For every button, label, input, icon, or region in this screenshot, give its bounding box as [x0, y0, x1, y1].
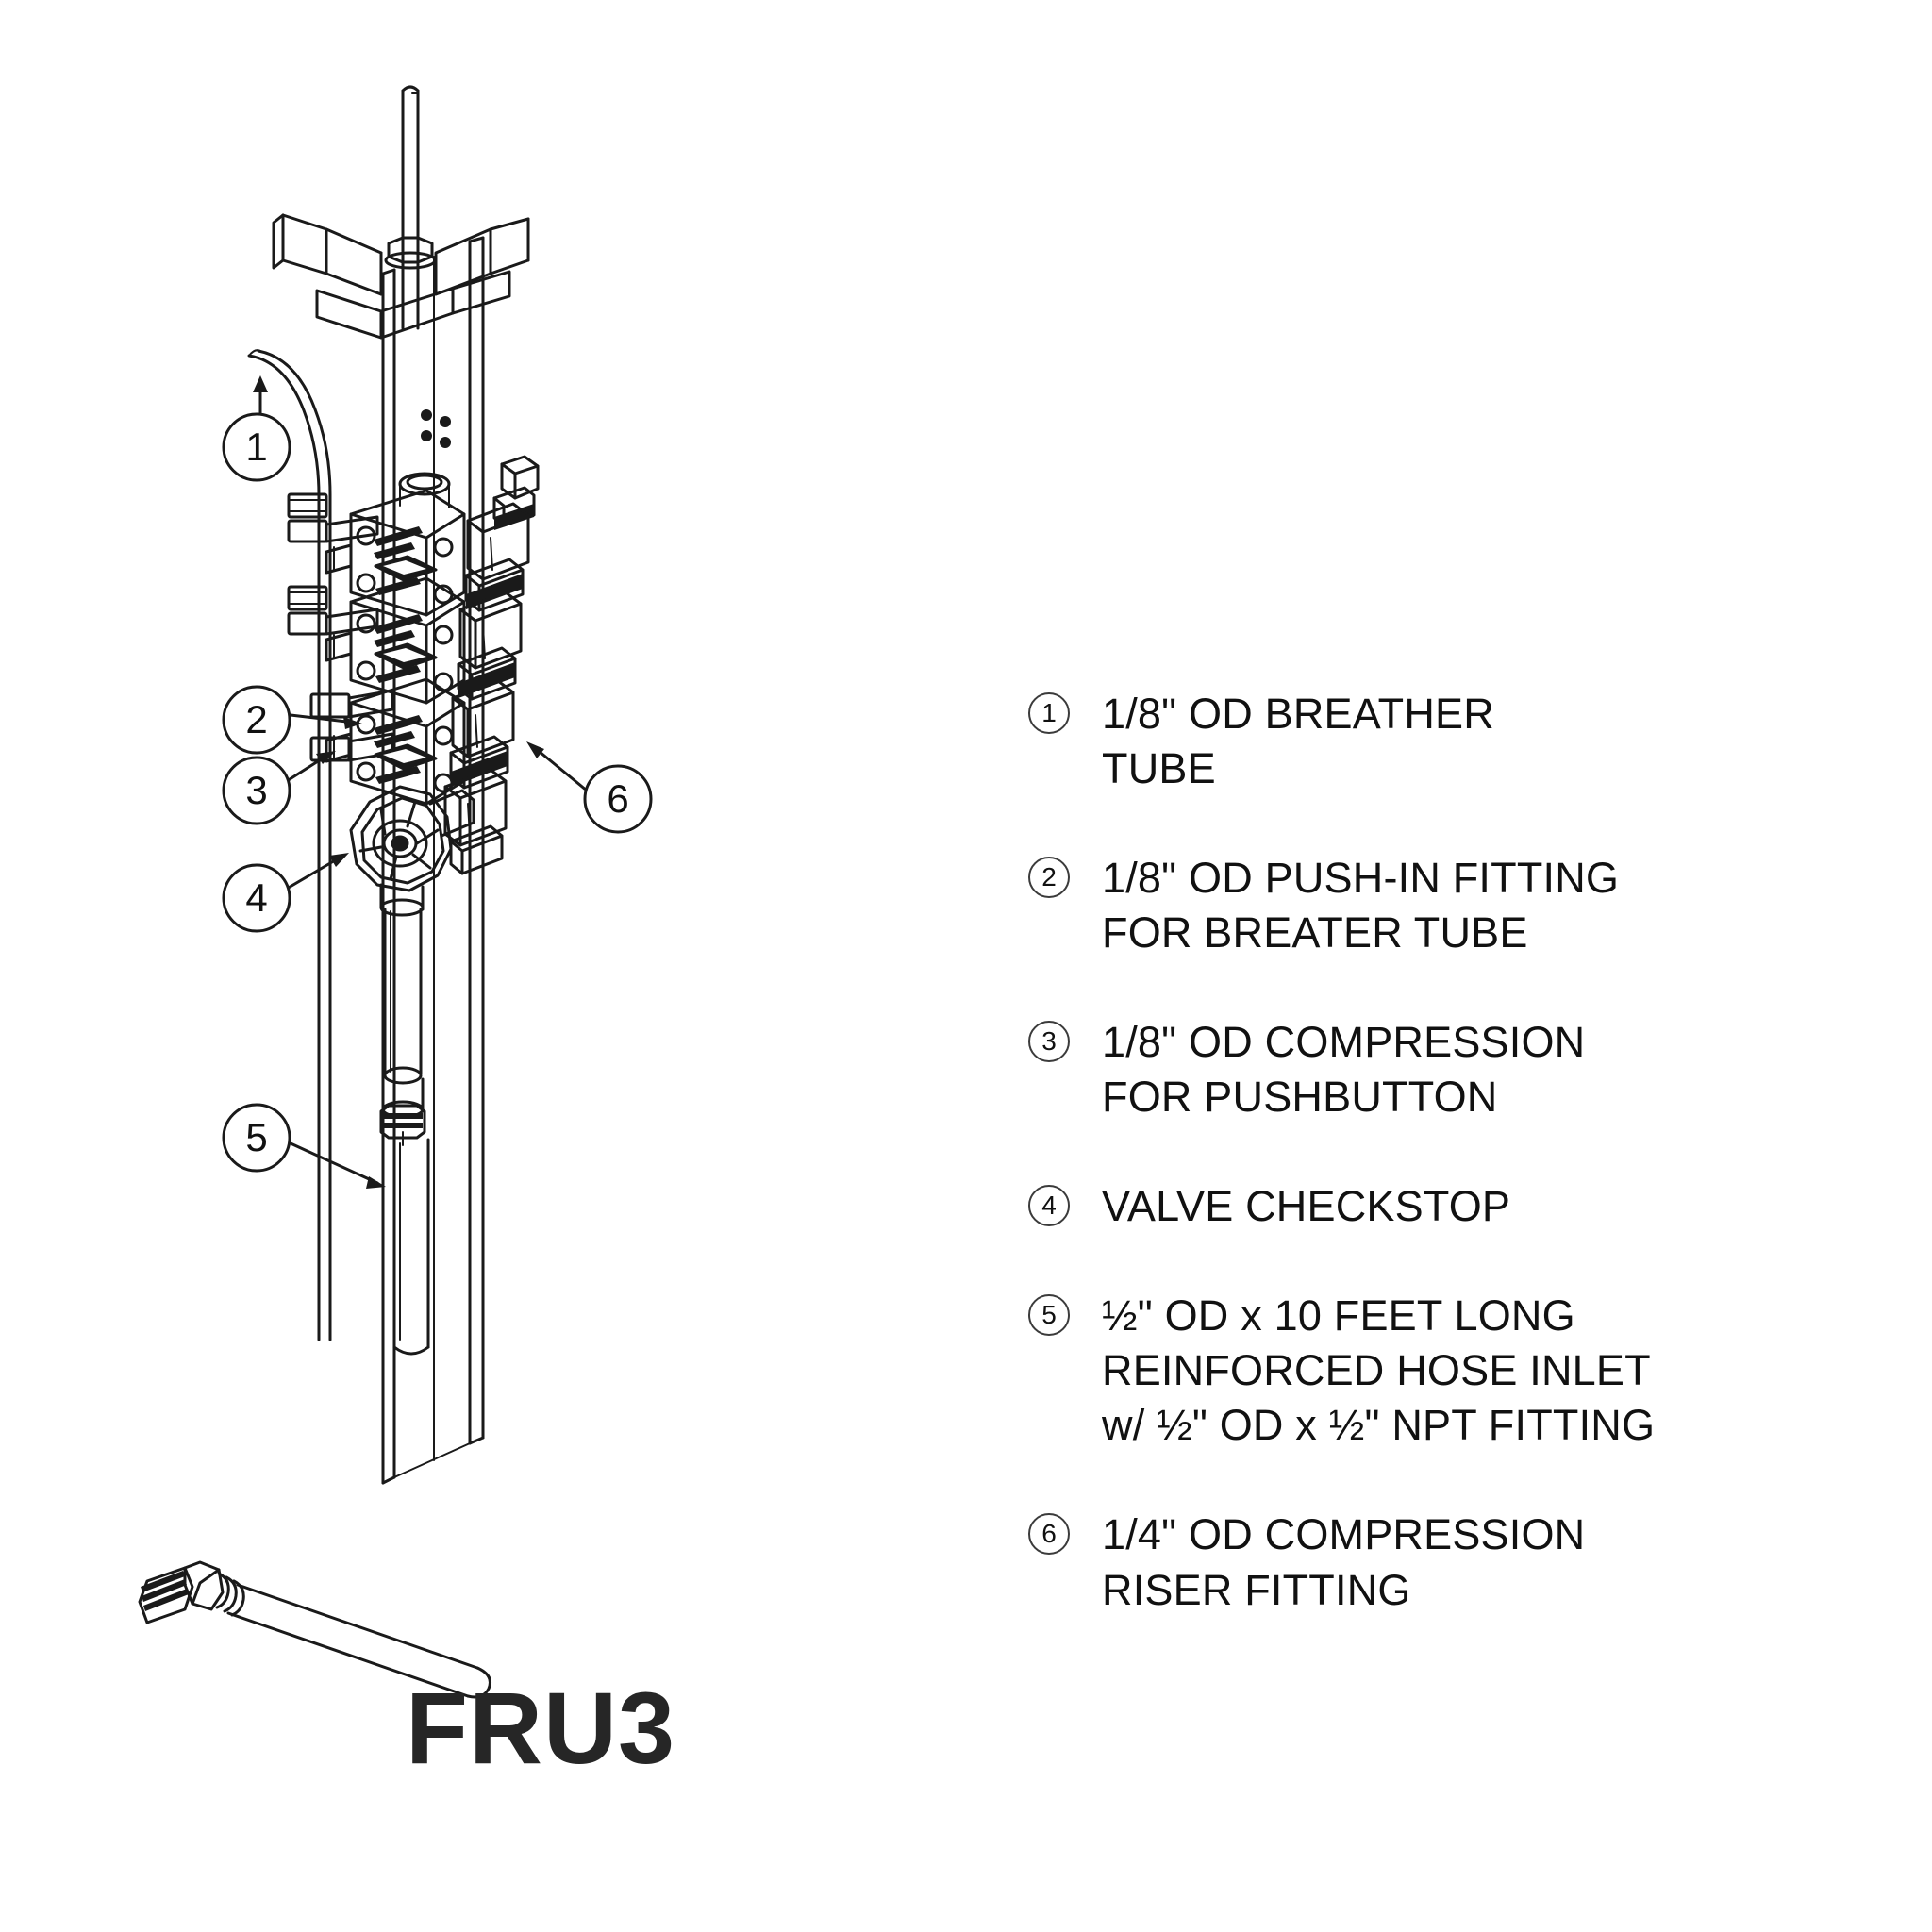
callout-6-number: 6	[607, 776, 628, 821]
legend-label-6: 1/4" OD COMPRESSION RISER FITTING	[1102, 1510, 1586, 1614]
valve-checkstop	[349, 785, 475, 917]
legend-item-1[interactable]: 1 1/8" OD BREATHER TUBE	[1028, 687, 1915, 796]
legend-bubble-6: 6	[1028, 1513, 1070, 1556]
legend-bubble-4: 4	[1028, 1185, 1070, 1227]
assembly-title: FRU3	[406, 1671, 676, 1785]
legend-label-4: VALVE CHECKSTOP	[1102, 1182, 1511, 1231]
vertical-rail-channel	[381, 236, 485, 1485]
callout-4-number: 4	[245, 875, 267, 920]
legend-label-2: 1/8" OD PUSH-IN FITTING FOR BREATER TUBE	[1102, 854, 1620, 958]
breather-tube	[247, 349, 332, 1341]
top-vertical-tube	[401, 85, 420, 330]
callout-3[interactable]: 3	[222, 756, 291, 825]
legend-label-1: 1/8" OD BREATHER TUBE	[1102, 690, 1494, 793]
legend-bubble-3: 3	[1028, 1021, 1070, 1063]
callout-leaders	[253, 375, 589, 1189]
parts-legend: 1 1/8" OD BREATHER TUBE 2 1/8" OD PUSH-I…	[1028, 687, 1915, 1673]
valve-body-middle	[325, 576, 466, 705]
callout-4[interactable]: 4	[222, 863, 291, 933]
legend-bubble-5: 5	[1028, 1294, 1070, 1337]
callout-1-number: 1	[245, 425, 267, 469]
legend-item-3[interactable]: 3 1/8" OD COMPRESSION FOR PUSHBUTTON	[1028, 1015, 1915, 1124]
mounting-holes	[421, 409, 451, 448]
callout-6[interactable]: 6	[583, 764, 653, 834]
callout-1[interactable]: 1	[222, 412, 291, 482]
drawing-panel: 1 2 3 4 5	[138, 85, 676, 1785]
valve-body-upper	[325, 472, 466, 617]
legend-item-2[interactable]: 2 1/8" OD PUSH-IN FITTING FOR BREATER TU…	[1028, 851, 1915, 960]
callout-5[interactable]: 5	[222, 1103, 291, 1173]
callout-3-number: 3	[245, 768, 267, 812]
callout-2[interactable]: 2	[222, 685, 291, 755]
legend-label-3: 1/8" OD COMPRESSION FOR PUSHBUTTON	[1102, 1018, 1586, 1122]
legend-label-5: ½" OD x 10 FEET LONG REINFORCED HOSE INL…	[1102, 1291, 1656, 1450]
legend-item-5[interactable]: 5 ½" OD x 10 FEET LONG REINFORCED HOSE I…	[1028, 1289, 1915, 1453]
assembly-drawing: 1 2 3 4 5	[138, 85, 653, 1699]
npt-hose-fitting	[138, 1560, 491, 1699]
legend-item-4[interactable]: 4 VALVE CHECKSTOP	[1028, 1179, 1915, 1234]
drawing-callouts: 1 2 3 4 5	[222, 412, 653, 1173]
riser-fitting-stack	[443, 455, 540, 875]
standpipe	[379, 908, 430, 1356]
callout-2-number: 2	[245, 697, 267, 741]
callout-5-number: 5	[245, 1115, 267, 1159]
legend-item-6[interactable]: 6 1/4" OD COMPRESSION RISER FITTING	[1028, 1507, 1915, 1617]
legend-bubble-2: 2	[1028, 857, 1070, 899]
mounting-bracket	[272, 213, 530, 340]
legend-bubble-1: 1	[1028, 692, 1070, 734]
